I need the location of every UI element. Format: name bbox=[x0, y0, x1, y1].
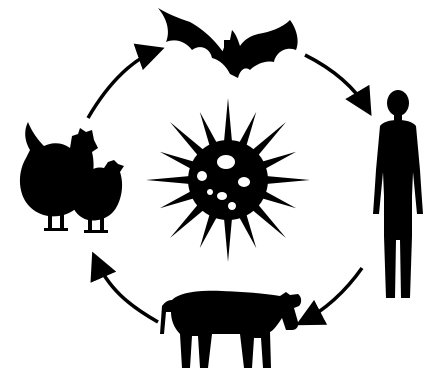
virus-icon bbox=[146, 98, 310, 262]
human-icon bbox=[373, 90, 423, 298]
virus-spike bbox=[160, 152, 199, 171]
virus-spike bbox=[262, 176, 310, 185]
virus-spike bbox=[170, 122, 207, 159]
virus-spike bbox=[200, 112, 219, 151]
virus-spike bbox=[146, 176, 194, 185]
virus-spike bbox=[257, 152, 296, 171]
arrow-bat-to-human bbox=[305, 55, 368, 110]
virus-spike bbox=[249, 201, 286, 238]
virus-spike bbox=[257, 189, 296, 208]
virus-spike bbox=[224, 214, 233, 262]
virus-spike bbox=[224, 98, 233, 146]
virus-spike bbox=[160, 189, 199, 208]
chickens-icon bbox=[20, 122, 124, 233]
virus-spike bbox=[200, 209, 219, 248]
virus-spike bbox=[170, 201, 207, 238]
virus-spike bbox=[237, 112, 256, 151]
arrow-cow-to-chickens bbox=[95, 258, 158, 322]
bat-icon bbox=[158, 8, 298, 78]
arrow-human-to-cow bbox=[302, 268, 362, 322]
arrow-chickens-to-bat bbox=[88, 50, 158, 118]
virus-spike bbox=[249, 122, 286, 159]
virus-spike bbox=[237, 209, 256, 248]
cow-icon bbox=[160, 291, 301, 368]
